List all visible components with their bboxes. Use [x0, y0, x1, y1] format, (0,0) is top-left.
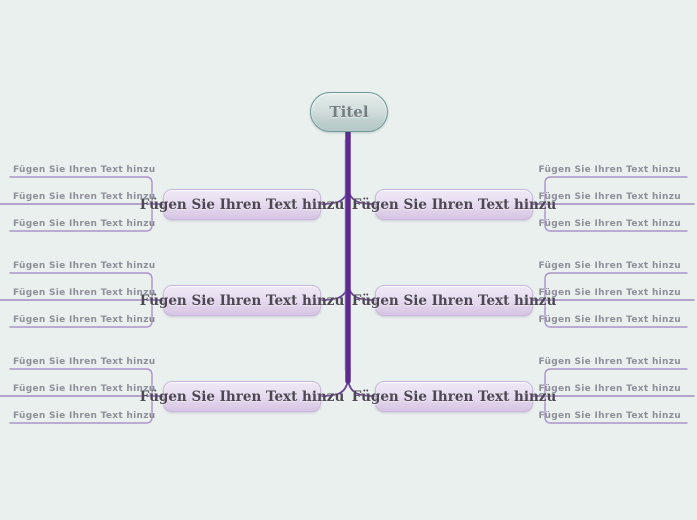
child-node-left-1-3[interactable]: Fügen Sie Ihren Text hinzu — [13, 219, 156, 229]
child-node-left-3-3[interactable]: Fügen Sie Ihren Text hinzu — [13, 411, 156, 421]
child-node-left-3-2[interactable]: Fügen Sie Ihren Text hinzu — [13, 384, 156, 394]
child-node-right-3-3[interactable]: Fügen Sie Ihren Text hinzu — [538, 411, 681, 421]
child-node-right-2-3[interactable]: Fügen Sie Ihren Text hinzu — [538, 315, 681, 325]
branch-node-left-1[interactable]: Fügen Sie Ihren Text hinzu — [140, 189, 344, 220]
branch-node-left-3[interactable]: Fügen Sie Ihren Text hinzu — [140, 381, 344, 412]
branch-node-label: Fügen Sie Ihren Text hinzu — [351, 196, 557, 213]
child-node-right-3-2[interactable]: Fügen Sie Ihren Text hinzu — [538, 384, 681, 394]
child-node-right-2-2[interactable]: Fügen Sie Ihren Text hinzu — [538, 288, 681, 298]
child-node-left-2-2[interactable]: Fügen Sie Ihren Text hinzu — [13, 288, 156, 298]
child-node-left-1-1[interactable]: Fügen Sie Ihren Text hinzu — [13, 165, 156, 175]
branch-node-label: Fügen Sie Ihren Text hinzu — [351, 292, 557, 309]
child-node-right-1-2[interactable]: Fügen Sie Ihren Text hinzu — [538, 192, 681, 202]
root-node[interactable]: Titel — [310, 92, 388, 132]
child-node-right-2-1[interactable]: Fügen Sie Ihren Text hinzu — [538, 261, 681, 271]
child-node-right-1-3[interactable]: Fügen Sie Ihren Text hinzu — [538, 219, 681, 229]
child-node-left-1-2[interactable]: Fügen Sie Ihren Text hinzu — [13, 192, 156, 202]
root-node-label: Titel — [329, 103, 369, 121]
child-node-left-3-1[interactable]: Fügen Sie Ihren Text hinzu — [13, 357, 156, 367]
child-node-right-3-1[interactable]: Fügen Sie Ihren Text hinzu — [538, 357, 681, 367]
child-node-left-2-3[interactable]: Fügen Sie Ihren Text hinzu — [13, 315, 156, 325]
branch-node-label: Fügen Sie Ihren Text hinzu — [139, 388, 345, 405]
branch-node-label: Fügen Sie Ihren Text hinzu — [139, 196, 345, 213]
branch-node-right-1[interactable]: Fügen Sie Ihren Text hinzu — [352, 189, 556, 220]
branch-node-left-2[interactable]: Fügen Sie Ihren Text hinzu — [140, 285, 344, 316]
branch-node-right-2[interactable]: Fügen Sie Ihren Text hinzu — [352, 285, 556, 316]
branch-node-right-3[interactable]: Fügen Sie Ihren Text hinzu — [352, 381, 556, 412]
branch-node-label: Fügen Sie Ihren Text hinzu — [139, 292, 345, 309]
child-node-left-2-1[interactable]: Fügen Sie Ihren Text hinzu — [13, 261, 156, 271]
branch-node-label: Fügen Sie Ihren Text hinzu — [351, 388, 557, 405]
child-node-right-1-1[interactable]: Fügen Sie Ihren Text hinzu — [538, 165, 681, 175]
